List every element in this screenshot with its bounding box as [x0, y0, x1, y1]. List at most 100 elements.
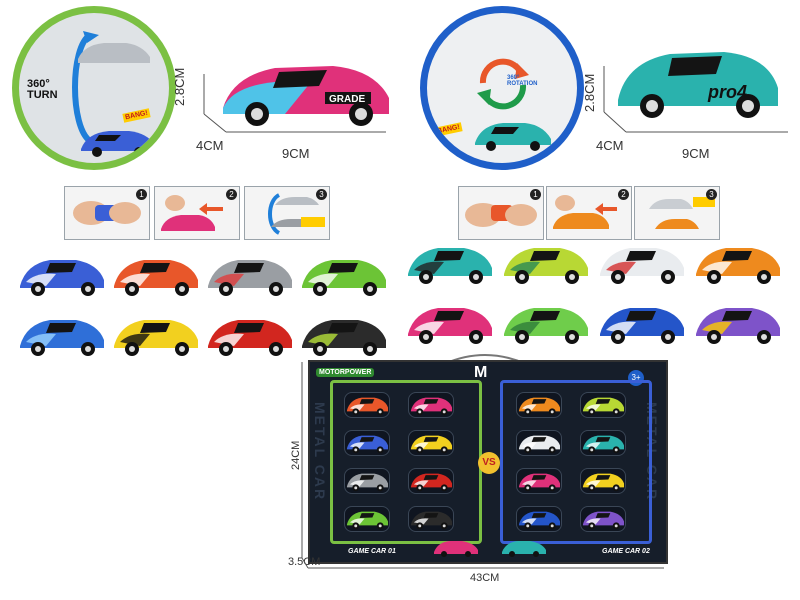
step-number: 3: [316, 189, 327, 200]
car-icon: [504, 308, 588, 344]
rotation-arrows-icon: [477, 58, 529, 110]
tray-slot: [408, 392, 454, 418]
car-icon: [518, 435, 561, 454]
hero-circle-left: 360° TURN BANG!: [12, 6, 176, 170]
flip-car-icon: [649, 197, 715, 229]
vs-badge: VS: [478, 452, 500, 474]
toy-car: [204, 312, 294, 363]
bottom-car-icon: [434, 541, 478, 557]
car-icon: [81, 131, 155, 157]
package-box: MOTORPOWER M 3+ METAL CAR METAL CAR GAME…: [308, 360, 668, 564]
car-icon: [518, 511, 561, 530]
car-icon: [208, 260, 292, 296]
rotate-arrow-icon: [72, 31, 99, 144]
car-icon: [208, 320, 292, 356]
step-number: 2: [618, 189, 629, 200]
tray-slot: [408, 430, 454, 456]
car-icon: [410, 435, 453, 454]
toy-car: [596, 300, 686, 351]
team-right-frame: [500, 380, 652, 544]
toy-car: [298, 252, 388, 303]
package-dimension-lines: [301, 362, 664, 569]
brand-logo-left: MOTORPOWER: [316, 368, 375, 377]
toy-car: [596, 240, 686, 291]
toy-car: [500, 300, 590, 351]
hero-circle-right: 360° ROTATION BANG!: [420, 6, 584, 170]
step-panel-3: 3: [244, 186, 330, 240]
rotation-label: 360° ROTATION: [507, 75, 538, 87]
car-icon: [582, 397, 625, 416]
toy-car: [500, 240, 590, 291]
tray-slot: [580, 506, 626, 532]
width-dimension: 4CM: [196, 138, 224, 153]
car-icon: [408, 308, 492, 344]
toy-car: [404, 300, 494, 351]
car-icon: [302, 320, 386, 356]
push-car-icon: [161, 195, 223, 231]
car-icon: [346, 473, 389, 492]
car-icon: [114, 260, 198, 296]
car-icon: [20, 320, 104, 356]
team-left-label: GAME CAR 01: [348, 548, 396, 555]
length-dimension: 9CM: [682, 146, 710, 161]
car-icon: [600, 308, 684, 344]
team-right-label: GAME CAR 02: [602, 548, 650, 555]
tray-slot: [408, 468, 454, 494]
car-icon: [114, 320, 198, 356]
tray-slot: [344, 506, 390, 532]
bottom-car-icon: [502, 541, 546, 557]
tray-slot: [344, 430, 390, 456]
step-panel-2: 2: [546, 186, 632, 240]
step-panel-2: 2: [154, 186, 240, 240]
car-icon: [408, 248, 492, 284]
car-icon: [696, 248, 780, 284]
package-width-dimension: 43CM: [470, 572, 500, 584]
car-icon: [346, 435, 389, 454]
step-panel-1: 1: [458, 186, 544, 240]
tray-slot: [408, 506, 454, 532]
car-icon: [410, 397, 453, 416]
hero-car-left: GRADE: [223, 66, 389, 126]
hero-car-right: pro4: [618, 52, 778, 118]
push-car-icon: [553, 195, 617, 229]
tray-slot: [580, 468, 626, 494]
flip-car-icon: [268, 193, 325, 235]
toy-car: [298, 312, 388, 363]
width-dimension: 4CM: [596, 138, 624, 153]
toy-car: [692, 300, 782, 351]
toy-car: [110, 312, 200, 363]
car-icon: [582, 435, 625, 454]
step-number: 3: [706, 189, 717, 200]
side-text-left: METAL CAR: [312, 402, 328, 502]
length-dimension: 9CM: [282, 146, 310, 161]
step-number: 1: [136, 189, 147, 200]
car-icon: [504, 248, 588, 284]
car-icon: [475, 123, 551, 151]
dimension-lines: [603, 66, 788, 133]
dimension-lines: [203, 74, 386, 133]
step-panel-3: 3: [634, 186, 720, 240]
car-icon: [518, 473, 561, 492]
impact-badge: BANG!: [122, 108, 151, 123]
car-icon: [696, 308, 780, 344]
toy-car: [404, 240, 494, 291]
tray-slot: [516, 468, 562, 494]
tray-slot: [580, 392, 626, 418]
car-icon: [20, 260, 104, 296]
turn-label: 360° TURN: [27, 78, 58, 101]
hand-press-icon: [73, 201, 141, 225]
car-icon: [582, 511, 625, 530]
car-decal: GRADE: [329, 94, 365, 105]
tray-slot: [344, 468, 390, 494]
car-icon: [346, 397, 389, 416]
toy-car: [16, 252, 106, 303]
car-icon: [410, 511, 453, 530]
toy-car: [110, 252, 200, 303]
car-icon: [582, 473, 625, 492]
side-text-right: METAL CAR: [644, 402, 660, 502]
car-ghost-icon: [78, 43, 150, 63]
tray-slot: [516, 392, 562, 418]
car-icon: [410, 473, 453, 492]
toy-car: [16, 312, 106, 363]
hand-press-icon: [465, 203, 537, 227]
